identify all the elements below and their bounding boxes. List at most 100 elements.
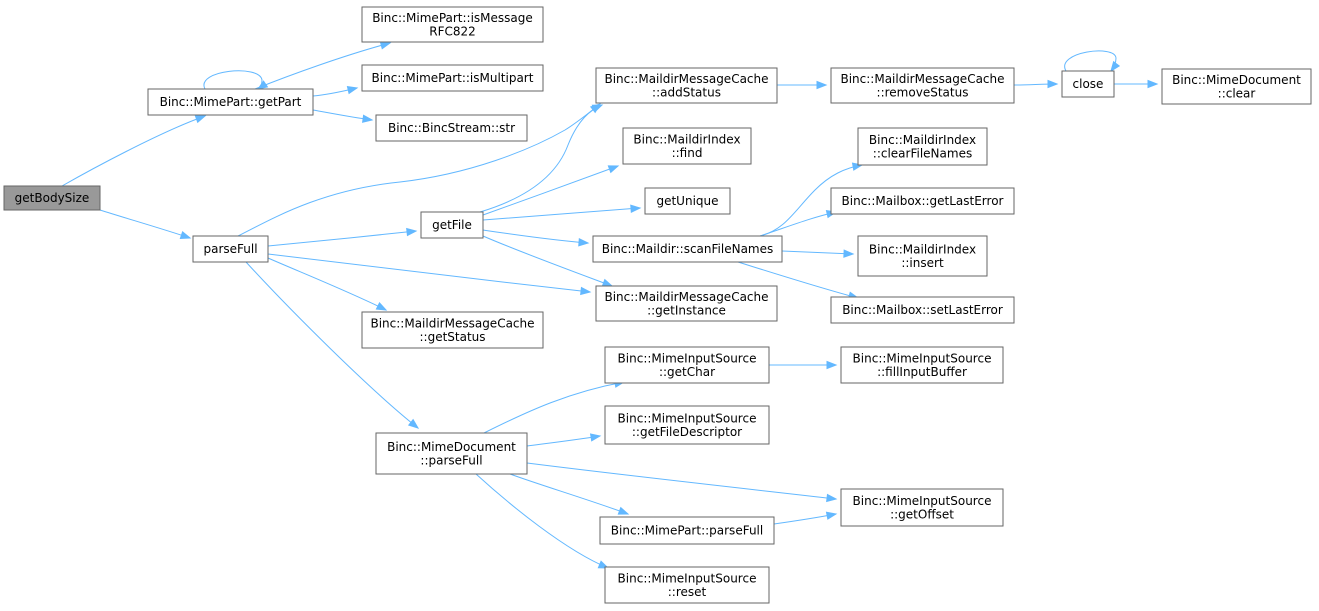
node-partParseFull[interactable]: Binc::MimePart::parseFull	[599, 516, 775, 545]
node-box	[830, 187, 1015, 215]
edge-line	[61, 115, 206, 187]
node-getBodySize[interactable]: getBodySize	[3, 185, 101, 211]
node-box	[420, 211, 484, 239]
node-label: ::getInstance	[647, 303, 726, 317]
edge-docParseFull-to-partParseFull	[509, 473, 630, 515]
node-getPart[interactable]: Binc::MimePart::getPart	[147, 88, 314, 116]
node-label: ::fillInputBuffer	[877, 365, 967, 379]
node-find[interactable]: Binc::MaildirIndex::find	[622, 127, 752, 165]
node-str[interactable]: Binc::BincStream::str	[375, 114, 528, 142]
node-label: Binc::MimeInputSource	[853, 351, 992, 365]
node-label: close	[1073, 77, 1104, 91]
node-label: Binc::Maildir::scanFileNames	[602, 242, 774, 256]
edge-getPart-to-getPart	[203, 70, 269, 90]
arrowhead	[578, 238, 590, 247]
node-box	[375, 114, 528, 142]
edge-parseFull-to-getFile	[267, 227, 418, 247]
arrowhead	[379, 41, 392, 50]
node-box	[1061, 70, 1115, 98]
edge-getBodySize-to-getPart	[61, 115, 207, 187]
node-label: Binc::MaildirIndex	[633, 132, 740, 146]
node-box	[192, 235, 269, 263]
node-getUnique[interactable]: getUnique	[644, 187, 731, 215]
node-box	[840, 346, 1004, 384]
edge-close-to-close	[1064, 50, 1121, 73]
node-setLastError[interactable]: Binc::Mailbox::setLastError	[830, 296, 1015, 324]
node-label: ::reset	[668, 585, 707, 599]
edge-line	[99, 209, 191, 239]
node-label: ::getStatus	[419, 330, 485, 344]
arrowhead	[843, 249, 855, 258]
node-label: Binc::MaildirMessageCache	[370, 316, 534, 330]
node-box	[857, 235, 988, 277]
node-box	[622, 127, 752, 165]
node-clear[interactable]: Binc::MimeDocument::clear	[1161, 68, 1312, 105]
edge-addStatus-to-removeStatus	[777, 80, 828, 90]
arrowhead	[1110, 60, 1121, 73]
arrowhead	[607, 165, 620, 174]
node-box	[361, 64, 544, 92]
edge-line	[482, 235, 613, 287]
node-label: Binc::MimeInputSource	[853, 494, 992, 508]
call-nodes: getBodySizeBinc::MimePart::getPartBinc::…	[3, 6, 1312, 604]
node-box	[604, 405, 770, 445]
node-getInstance[interactable]: Binc::MaildirMessageCache::getInstance	[595, 285, 778, 322]
arrowhead	[825, 511, 838, 520]
node-insert[interactable]: Binc::MaildirIndex::insert	[857, 235, 988, 277]
node-close[interactable]: close	[1061, 70, 1115, 98]
edge-line	[759, 164, 863, 237]
node-label: Binc::Mailbox::getLastError	[842, 194, 1004, 208]
node-box	[595, 67, 778, 104]
node-label: Binc::MaildirIndex	[869, 242, 976, 256]
node-box	[1161, 68, 1312, 105]
node-getFile[interactable]: getFile	[420, 211, 484, 239]
node-getChar[interactable]: Binc::MimeInputSource::getChar	[604, 346, 770, 384]
arrowhead	[601, 278, 614, 287]
edge-getFile-to-find	[482, 165, 620, 216]
node-fillInputBuffer[interactable]: Binc::MimeInputSource::fillInputBuffer	[840, 346, 1004, 384]
arrowhead	[407, 418, 420, 429]
node-box	[592, 235, 783, 263]
node-clearFileNames[interactable]: Binc::MaildirIndex::clearFileNames	[857, 127, 988, 166]
arrowhead	[816, 80, 828, 90]
node-box	[604, 346, 770, 384]
node-box	[3, 185, 101, 211]
node-label: Binc::MaildirMessageCache	[604, 290, 768, 304]
arrowhead	[375, 301, 388, 311]
node-getOffset[interactable]: Binc::MimeInputSource::getOffset	[840, 488, 1004, 527]
edge-line	[482, 229, 589, 244]
node-reset[interactable]: Binc::MimeInputSource::reset	[604, 566, 770, 604]
edge-scanFileNames-to-getLastError	[759, 210, 838, 237]
node-removeStatus[interactable]: Binc::MaildirMessageCache::removeStatus	[830, 67, 1015, 104]
node-label: Binc::MimeDocument	[1172, 73, 1301, 87]
arrowhead	[179, 230, 192, 240]
node-isMultipart[interactable]: Binc::MimePart::isMultipart	[361, 64, 544, 92]
node-label: Binc::MimePart::getPart	[160, 95, 302, 109]
edge-close-to-clear	[1114, 79, 1159, 89]
node-getLastError[interactable]: Binc::Mailbox::getLastError	[830, 187, 1015, 215]
edge-line	[526, 435, 601, 447]
node-getStatus[interactable]: Binc::MaildirMessageCache::getStatus	[361, 311, 544, 349]
arrowhead	[362, 114, 374, 123]
node-getFileDescriptor[interactable]: Binc::MimeInputSource::getFileDescriptor	[604, 405, 770, 445]
edge-line	[759, 211, 837, 237]
arrowhead	[597, 560, 610, 569]
node-label: getBodySize	[15, 191, 90, 205]
node-addStatus[interactable]: Binc::MaildirMessageCache::addStatus	[595, 67, 778, 104]
node-label: Binc::MimePart::isMultipart	[372, 71, 534, 85]
edge-line	[483, 381, 625, 434]
node-docParseFull[interactable]: Binc::MimeDocument::parseFull	[375, 432, 528, 475]
node-scanFileNames[interactable]: Binc::Maildir::scanFileNames	[592, 235, 783, 263]
node-box	[604, 566, 770, 604]
edge-line	[479, 104, 603, 213]
node-box	[595, 285, 778, 322]
edge-parseFull-to-getStatus	[267, 257, 388, 311]
node-label: Binc::MimeDocument	[387, 440, 516, 454]
node-label: Binc::Mailbox::setLastError	[842, 303, 1003, 317]
edge-line	[482, 165, 619, 216]
node-label: ::clear	[1218, 86, 1256, 100]
node-parseFull[interactable]: parseFull	[192, 235, 269, 263]
edge-docParseFull-to-getOffset	[526, 462, 838, 503]
